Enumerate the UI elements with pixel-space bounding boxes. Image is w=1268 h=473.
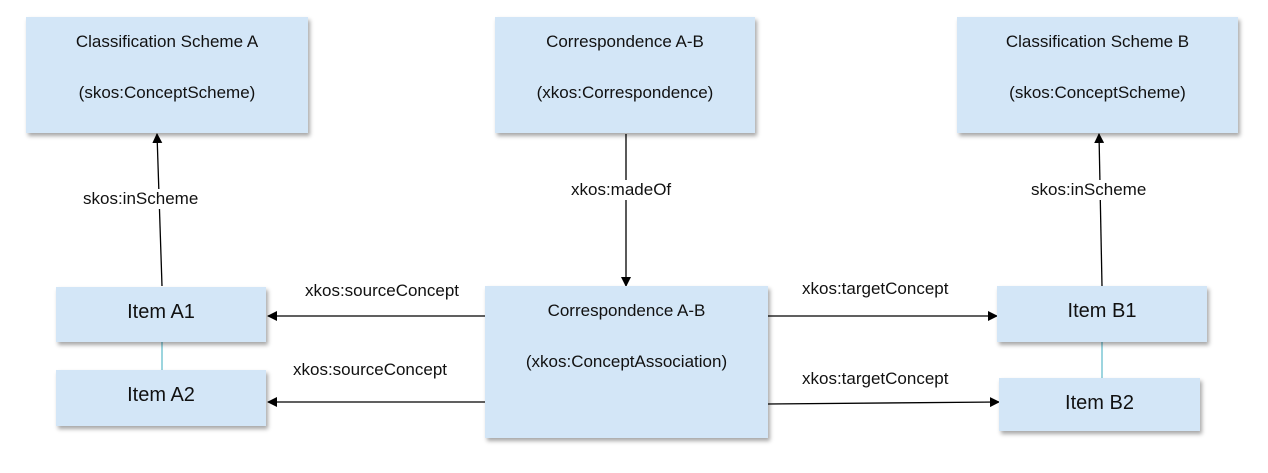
edge-label-target-b2: xkos:targetConcept bbox=[802, 369, 949, 388]
node-title: Classification Scheme B bbox=[1005, 32, 1190, 51]
edge-label-in-scheme-b: skos:inScheme bbox=[1029, 180, 1149, 200]
node-title: Item A1 bbox=[127, 301, 195, 323]
correspondence-box: Correspondence A-B (xkos:Correspondence) bbox=[495, 17, 755, 133]
node-title: Item B2 bbox=[1065, 392, 1134, 414]
edge-label-made-of: xkos:madeOf bbox=[569, 180, 674, 200]
node-subtitle: (skos:ConceptScheme) bbox=[78, 83, 256, 102]
node-title: Classification Scheme A bbox=[75, 32, 259, 51]
item-a1-box: Item A1 bbox=[56, 287, 266, 342]
node-title: Correspondence A-B bbox=[547, 301, 706, 320]
edge-in-scheme-a-line bbox=[152, 133, 163, 287]
node-subtitle: (xkos:ConceptAssociation) bbox=[525, 352, 728, 371]
concept-association-box: Correspondence A-B (xkos:ConceptAssociat… bbox=[485, 286, 768, 438]
edge-label-source-a1: xkos:sourceConcept bbox=[305, 281, 460, 300]
node-subtitle: (skos:ConceptScheme) bbox=[1009, 83, 1186, 102]
item-b1-box: Item B1 bbox=[997, 286, 1207, 342]
classification-scheme-a-box: Classification Scheme A (skos:ConceptSch… bbox=[26, 17, 308, 133]
node-title: Correspondence A-B bbox=[546, 32, 704, 51]
edge-in-scheme-b-line bbox=[1094, 133, 1105, 287]
edge-label-target-b1: xkos:targetConcept bbox=[802, 279, 949, 298]
node-subtitle: (xkos:Correspondence) bbox=[536, 83, 714, 102]
edge-label-in-scheme-a: skos:inScheme bbox=[81, 189, 201, 209]
edge-label-source-a2: xkos:sourceConcept bbox=[293, 360, 448, 379]
edge-target-b2-line bbox=[767, 397, 1000, 408]
node-title: Item A2 bbox=[127, 384, 195, 406]
item-a2-box: Item A2 bbox=[56, 370, 266, 426]
item-b2-box: Item B2 bbox=[999, 378, 1200, 431]
classification-scheme-b-box: Classification Scheme B (skos:ConceptSch… bbox=[957, 17, 1238, 133]
node-title: Item B1 bbox=[1067, 300, 1137, 322]
